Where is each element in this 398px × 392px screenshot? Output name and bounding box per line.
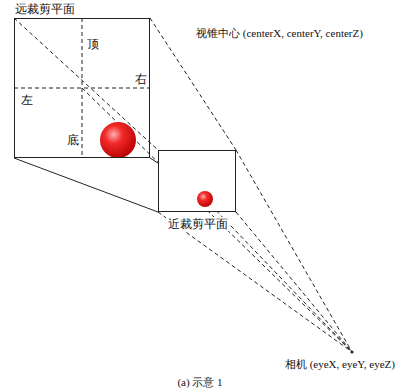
- far-ball: [100, 122, 136, 158]
- center-label: 视锥中心 (centerX, centerY, centerZ): [196, 26, 363, 40]
- frustum-edge: [158, 212, 352, 352]
- plane-title: 近裁剪平面: [166, 217, 230, 231]
- figure-caption: (a) 示意 1: [177, 375, 222, 389]
- side-label: 底: [67, 133, 79, 147]
- near-plane-fill: [158, 150, 236, 212]
- side-label: 右: [135, 72, 147, 86]
- frustum-edge: [236, 212, 352, 352]
- side-label: 顶: [87, 37, 99, 51]
- frustum-lines: [14, 18, 352, 352]
- side-label: 左: [21, 93, 33, 107]
- frustum-edge: [14, 158, 158, 212]
- near-clip-plane: 近裁剪平面: [158, 150, 236, 212]
- far-clip-plane: 远裁剪平面顶右左底: [14, 18, 150, 158]
- camera-label: 相机 (eyeX, eyeY, eyeZ): [285, 357, 395, 371]
- plane-title: 远裁剪平面: [15, 2, 75, 16]
- frustum-edge: [158, 150, 352, 352]
- frustum-edge: [14, 18, 158, 150]
- view-axis: [82, 88, 352, 352]
- camera-point: [351, 351, 354, 354]
- near-ball: [197, 191, 213, 207]
- frustum-edge: [236, 150, 352, 352]
